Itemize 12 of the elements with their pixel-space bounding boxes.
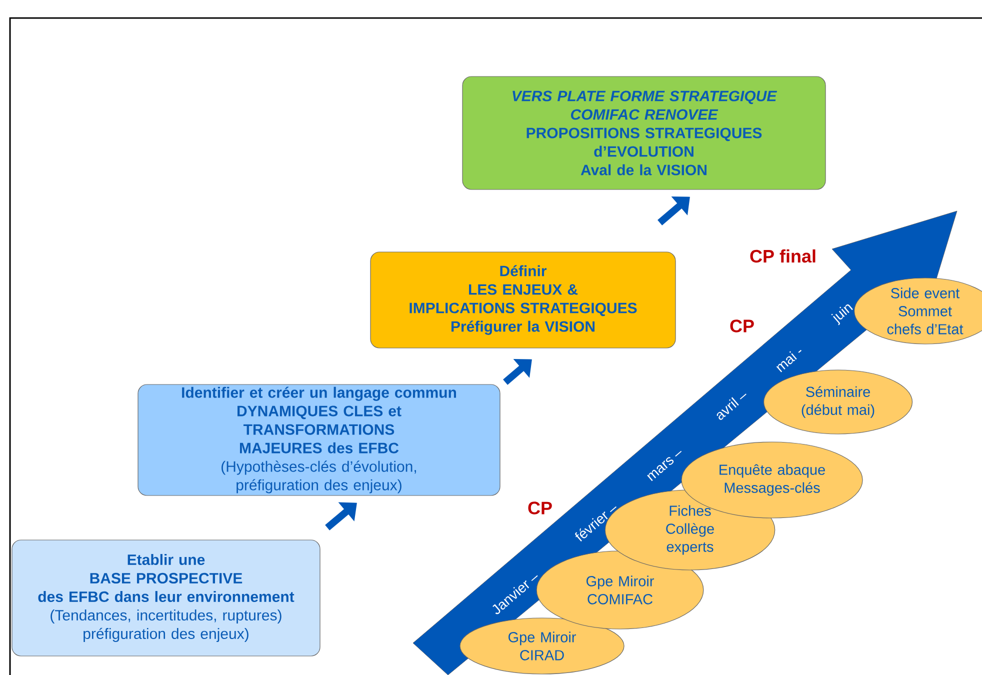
process-box: Définir LES ENJEUX & IMPLICATIONS STRATEGIQUES Préfigurer la VISION [370, 252, 676, 348]
milestone-label: CP [528, 502, 552, 514]
milestone-label: CP [730, 320, 754, 332]
process-box: Identifier et créer un langage commun DYNAMIQUES CLES et TRANSFORMATIONS MAJEURES des EFBC (Hypothèses-clés d’évolution, préfiguration des enjeux) [138, 384, 500, 496]
process-box: VERS PLATE FORME STRATEGIQUE COMIFAC RENOVEE PROPOSITIONS STRATEGIQUES d’EVOLUTION Aval de la VISION [462, 76, 826, 190]
milestone-label: CP final [750, 249, 816, 263]
month-label: avril – [716, 394, 746, 420]
arrow [325, 502, 357, 530]
process-box: Etablir une BASE PROSPECTIVE des EFBC dans leur environnement (Tendances, incertitudes, ruptures) préfiguration des enjeux) [12, 540, 320, 656]
arrow [503, 358, 532, 385]
month-label: mai - [776, 350, 802, 372]
arrow [658, 196, 690, 226]
